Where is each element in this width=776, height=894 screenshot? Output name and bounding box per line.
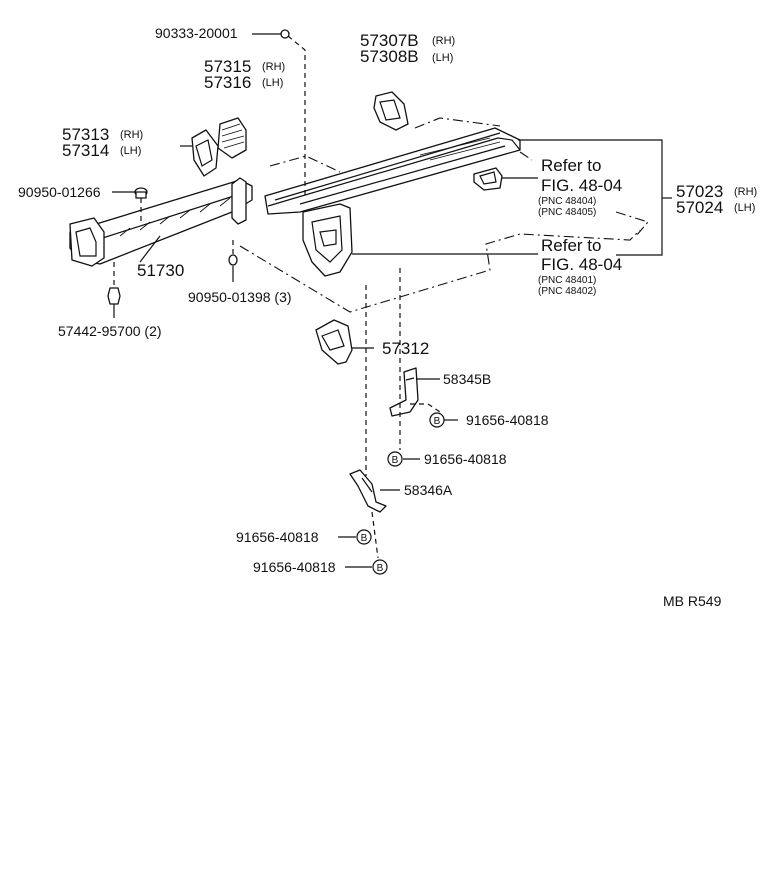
bracket-57313	[191, 129, 219, 177]
svg-text:B: B	[434, 416, 441, 427]
crossmember-51730	[69, 177, 253, 267]
label-57313-side: (RH)	[120, 129, 143, 141]
bolt-marker-c	[356, 529, 372, 545]
label-58345b: 58345B	[443, 371, 491, 387]
nut-90950-01398	[228, 254, 238, 266]
label-57308b-side: (LH)	[432, 52, 453, 64]
clip-part-48404	[473, 167, 503, 191]
label-90950-01398: 90950-01398 (3)	[188, 289, 292, 305]
label-refer2-line4: (PNC 48402)	[538, 286, 596, 297]
label-57307b: 57307B	[360, 31, 419, 50]
bracket-58346a	[349, 469, 387, 513]
diagram-code: MB R549	[663, 593, 722, 609]
label-refer1-line1: Refer to	[541, 156, 601, 175]
label-58346a: 58346A	[404, 482, 453, 498]
svg-text:B: B	[361, 533, 368, 544]
svg-text:B: B	[392, 455, 399, 466]
bracket-57312	[315, 319, 353, 365]
label-57316-side: (LH)	[262, 77, 283, 89]
label-57316: 57316	[204, 73, 251, 92]
bolt-marker-b	[387, 451, 403, 467]
label-57312: 57312	[382, 339, 429, 358]
label-refer1-line2: FIG. 48-04	[541, 176, 622, 195]
label-91656-a: 91656-40818	[466, 412, 549, 428]
label-57024-side: (LH)	[734, 202, 755, 214]
bracket-57307b	[373, 91, 409, 131]
bolt-marker-a	[429, 412, 445, 428]
plug-57442	[107, 287, 121, 305]
label-refer1-line3: (PNC 48404)	[538, 196, 596, 207]
leader-lines	[112, 33, 672, 568]
label-57315-side: (RH)	[262, 61, 285, 73]
label-91656-c: 91656-40818	[236, 529, 319, 545]
label-57308b: 57308B	[360, 47, 419, 66]
nut-90333	[280, 29, 290, 39]
label-57023-side: (RH)	[734, 186, 757, 198]
label-refer2-line1: Refer to	[541, 236, 601, 255]
bracket-57315	[217, 117, 247, 159]
label-refer2-line3: (PNC 48401)	[538, 275, 596, 286]
label-57314: 57314	[62, 141, 109, 160]
svg-text:B: B	[377, 563, 384, 574]
label-57024: 57024	[676, 198, 723, 217]
label-refer1-line4: (PNC 48405)	[538, 207, 596, 218]
label-57313: 57313	[62, 125, 109, 144]
label-91656-b: 91656-40818	[424, 451, 507, 467]
label-90333: 90333-20001	[155, 25, 238, 41]
part-labels: 90333-20001 57307B (RH) 57308B (LH) 5731…	[18, 25, 757, 609]
label-57023: 57023	[676, 182, 723, 201]
label-90950-01266: 90950-01266	[18, 184, 101, 200]
side-rail-57023	[264, 127, 521, 277]
bolt-markers: B B B B	[356, 412, 445, 575]
label-57315: 57315	[204, 57, 251, 76]
bolt-marker-d	[372, 559, 388, 575]
bracket-58345b	[389, 367, 419, 417]
label-51730: 51730	[137, 261, 184, 280]
label-57442: 57442-95700 (2)	[58, 323, 162, 339]
label-91656-d: 91656-40818	[253, 559, 336, 575]
label-refer2-line2: FIG. 48-04	[541, 255, 622, 274]
label-57307b-side: (RH)	[432, 35, 455, 47]
label-57314-side: (LH)	[120, 145, 141, 157]
